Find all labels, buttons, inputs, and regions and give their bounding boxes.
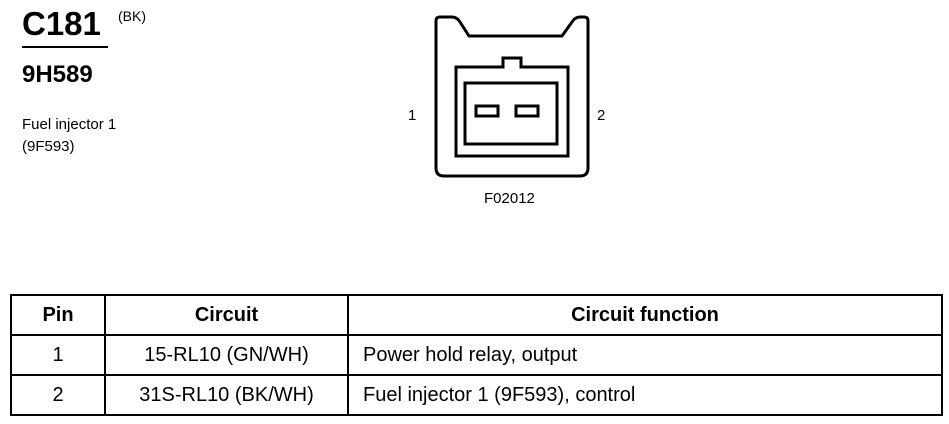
header-circuit: Circuit <box>104 294 349 336</box>
table-row: 1 15-RL10 (GN/WH) Power hold relay, outp… <box>10 334 943 376</box>
terminal-block <box>463 81 559 146</box>
circuit-cell: 15-RL10 (GN/WH) <box>104 334 349 376</box>
part-number: 9H589 <box>22 61 93 88</box>
header-circuit-function: Circuit function <box>347 294 943 336</box>
circuit-cell: 31S-RL10 (BK/WH) <box>104 374 349 416</box>
function-cell: Power hold relay, output <box>347 334 943 376</box>
component-name: Fuel injector 1 <box>22 116 117 133</box>
connector-housing-outline <box>434 15 590 178</box>
connector-inner-cavity <box>454 56 570 158</box>
table-row: 2 31S-RL10 (BK/WH) Fuel injector 1 (9F59… <box>10 374 943 416</box>
header-pin: Pin <box>10 294 106 336</box>
connector-face-drawing <box>434 15 590 178</box>
title-underline <box>22 46 108 48</box>
pin-1-label: 1 <box>408 107 417 124</box>
function-cell: Fuel injector 1 (9F593), control <box>347 374 943 416</box>
pin-cell: 2 <box>10 374 106 416</box>
pin-2-slot <box>514 104 540 118</box>
connector-color: (BK) <box>118 8 146 24</box>
connector-diagram: 1 2 F02012 <box>400 10 630 220</box>
figure-code: F02012 <box>484 190 535 207</box>
pin-2-label: 2 <box>597 107 606 124</box>
component-code: (9F593) <box>22 138 75 155</box>
pin-1-slot <box>474 104 500 118</box>
pin-cell: 1 <box>10 334 106 376</box>
pinout-table: Pin Circuit Circuit function 1 15-RL10 (… <box>10 294 943 416</box>
connector-id: C181 <box>22 5 101 42</box>
table-header-row: Pin Circuit Circuit function <box>10 294 943 336</box>
